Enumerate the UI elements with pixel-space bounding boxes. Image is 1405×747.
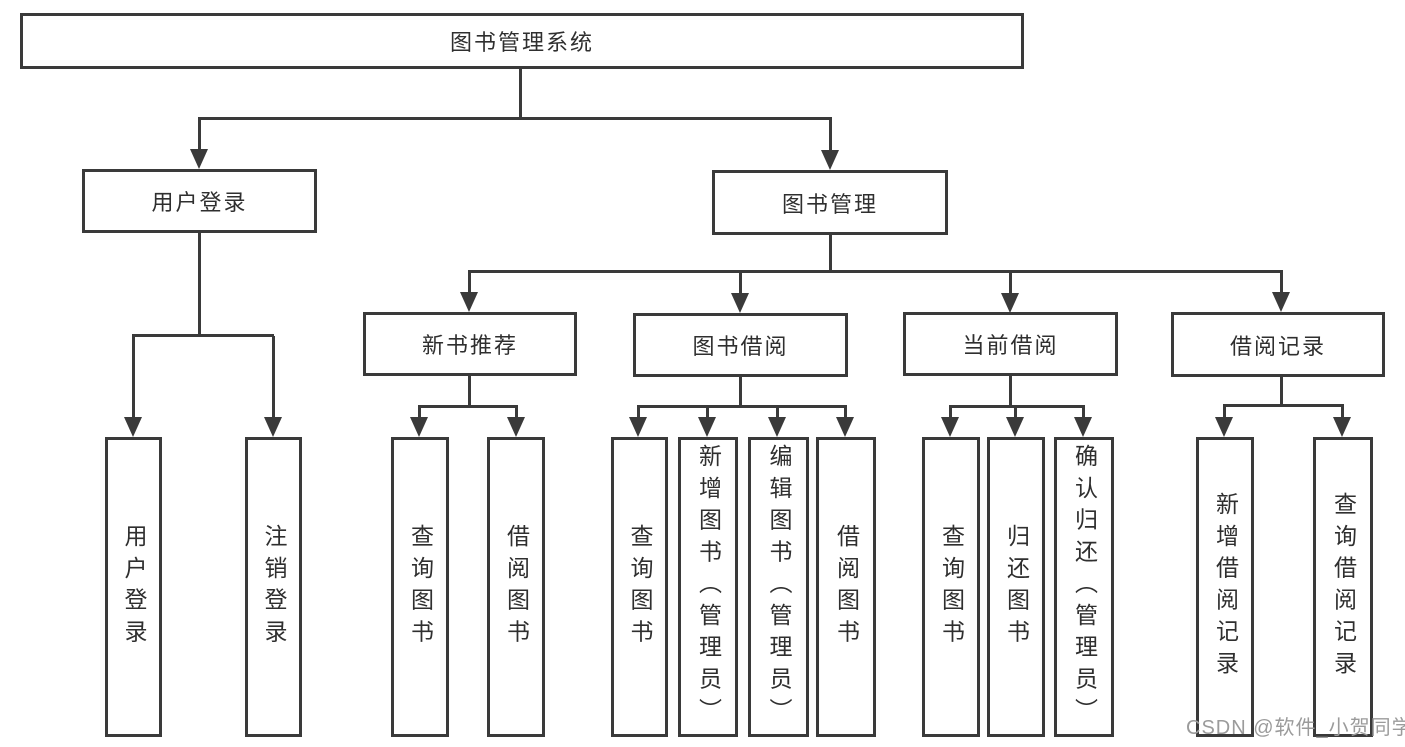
arrow-to-logout-leaf	[264, 417, 282, 437]
node-label: 当前借阅	[962, 333, 1059, 358]
leaf-query-books-recommend: 查询图书	[391, 437, 449, 737]
leaf-borrow-books: 借阅图书	[816, 437, 876, 737]
connector-new-books-bar	[418, 405, 518, 408]
arrow-to-leaf	[698, 417, 716, 437]
arrow-to-leaf	[1074, 417, 1092, 437]
leaf-label: 查询借阅记录	[1330, 491, 1357, 683]
connector-drop-login-leaf	[132, 336, 135, 418]
node-label: 新书推荐	[421, 333, 518, 358]
leaf-label: 确认归还（管理员）	[1071, 444, 1098, 730]
leaf-label: 注销登录	[261, 523, 287, 651]
connector-book-borrow-stem	[739, 377, 742, 408]
node-borrowing-records: 借阅记录	[1171, 312, 1385, 377]
connector-new-books-stem	[468, 376, 471, 408]
arrow-to-leaf	[1333, 417, 1351, 437]
connector-drop-user-login	[198, 118, 201, 151]
connector-book-mgmt-stem	[829, 235, 832, 273]
connector-borrow-records-bar	[1223, 404, 1344, 407]
arrow-to-leaf	[1215, 417, 1233, 437]
connector-root-stem	[519, 69, 522, 119]
connector-drop-leaf	[1223, 406, 1226, 417]
leaf-user-login: 用户登录	[105, 437, 162, 737]
leaf-edit-books-admin: 编辑图书（管理员）	[748, 437, 809, 737]
arrow-to-book-borrow	[731, 293, 749, 313]
arrow-to-leaf	[410, 417, 428, 437]
node-current-borrowing: 当前借阅	[903, 312, 1118, 376]
arrow-to-leaf	[507, 417, 525, 437]
connector-drop-book-borrow	[739, 272, 742, 294]
leaf-label: 借阅图书	[503, 523, 530, 651]
connector-book-borrow-bar	[637, 405, 847, 408]
node-book-borrowing: 图书借阅	[633, 313, 848, 377]
connector-drop-leaf	[1082, 407, 1085, 418]
leaf-confirm-return-admin: 确认归还（管理员）	[1054, 437, 1114, 737]
connector-user-login-bar	[132, 334, 274, 337]
node-user-login: 用户登录	[82, 169, 317, 233]
connector-drop-leaf	[1014, 407, 1017, 418]
arrow-to-user-login	[190, 149, 208, 169]
connector-drop-current-borrow	[1009, 272, 1012, 294]
arrow-to-leaf	[768, 417, 786, 437]
node-label: 图书借阅	[692, 334, 789, 359]
connector-current-borrow-bar	[949, 405, 1085, 408]
leaf-label: 新增图书（管理员）	[695, 444, 722, 730]
leaf-label: 查询图书	[938, 523, 965, 651]
connector-drop-leaf	[418, 407, 421, 418]
connector-level2-bar	[468, 270, 1283, 273]
leaf-logout: 注销登录	[245, 437, 302, 737]
connector-drop-leaf	[515, 407, 518, 418]
leaf-query-books: 查询图书	[611, 437, 668, 737]
arrow-to-leaf	[629, 417, 647, 437]
node-label: 图书管理系统	[449, 30, 594, 55]
node-label: 用户登录	[151, 190, 248, 215]
connector-drop-leaf	[776, 407, 779, 418]
connector-level1-bar	[198, 117, 832, 120]
node-book-management: 图书管理	[712, 170, 948, 235]
leaf-add-books-admin: 新增图书（管理员）	[678, 437, 738, 737]
connector-borrow-records-stem	[1280, 377, 1283, 407]
arrow-to-leaf	[1006, 417, 1024, 437]
arrow-to-leaf	[836, 417, 854, 437]
leaf-return-books: 归还图书	[987, 437, 1045, 737]
leaf-label: 借阅图书	[833, 523, 860, 651]
leaf-label: 查询图书	[627, 523, 653, 651]
arrow-to-book-mgmt	[821, 150, 839, 170]
leaf-add-borrow-record: 新增借阅记录	[1196, 437, 1254, 737]
csdn-watermark: CSDN @软件_小贺同学	[1186, 717, 1405, 739]
arrow-to-new-books	[460, 292, 478, 312]
node-label: 图书管理	[781, 191, 878, 217]
connector-drop-leaf	[706, 407, 709, 418]
arrow-to-login-leaf	[124, 417, 142, 437]
leaf-label: 查询图书	[407, 523, 434, 651]
leaf-query-books-current: 查询图书	[922, 437, 980, 737]
leaf-label: 新增借阅记录	[1212, 491, 1239, 683]
node-label: 借阅记录	[1229, 333, 1326, 359]
connector-current-borrow-stem	[1009, 376, 1012, 408]
node-library-system: 图书管理系统	[20, 13, 1024, 69]
leaf-query-borrow-record: 查询借阅记录	[1313, 437, 1373, 737]
leaf-borrow-books-recommend: 借阅图书	[487, 437, 545, 737]
node-new-book-recommend: 新书推荐	[363, 312, 577, 376]
arrow-to-leaf	[941, 417, 959, 437]
connector-user-login-stem	[198, 233, 201, 337]
leaf-label: 编辑图书（管理员）	[766, 444, 792, 730]
connector-drop-borrow-records	[1280, 272, 1283, 294]
connector-drop-leaf	[1341, 406, 1344, 417]
connector-drop-leaf	[949, 407, 952, 418]
arrow-to-borrow-records	[1272, 292, 1290, 312]
connector-drop-new-books	[468, 272, 471, 294]
leaf-label: 用户登录	[121, 523, 147, 651]
arrow-to-current-borrow	[1001, 293, 1019, 313]
connector-drop-logout-leaf	[272, 336, 275, 418]
connector-drop-leaf	[637, 407, 640, 418]
connector-drop-book-mgmt	[829, 118, 832, 151]
leaf-label: 归还图书	[1003, 523, 1030, 651]
connector-drop-leaf	[844, 407, 847, 418]
